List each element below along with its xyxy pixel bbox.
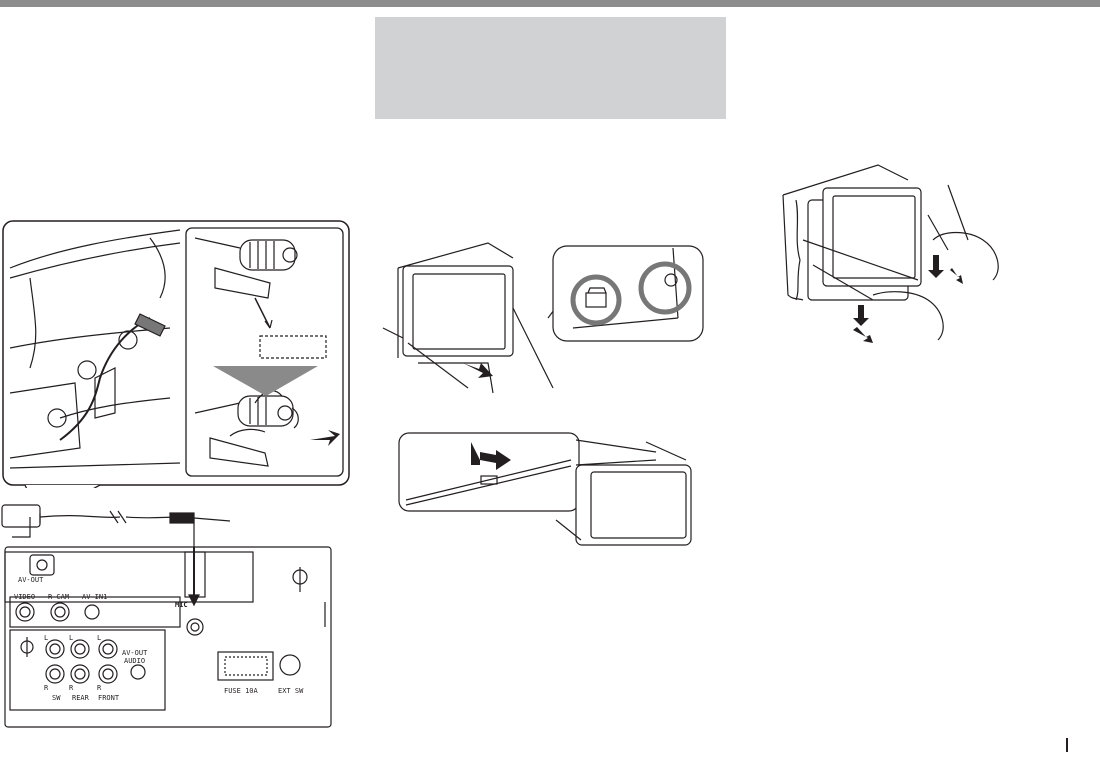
note-panel	[375, 17, 726, 119]
sw-label: SW	[52, 694, 61, 702]
l3-label: L	[97, 634, 101, 642]
av-out-audio-label-1: AV-OUT	[122, 649, 148, 657]
mic-label: MIC	[175, 601, 188, 609]
r3-label: R	[97, 684, 102, 692]
l1-label: L	[44, 634, 48, 642]
r-cam-label: R-CAM	[48, 593, 69, 601]
r1-label: R	[44, 684, 49, 692]
unit-removal-figure	[782, 164, 999, 343]
av-out-label: AV-OUT	[18, 576, 44, 584]
l2-label: L	[69, 634, 73, 642]
av-out-audio-label-2: AUDIO	[124, 657, 145, 665]
fuse-label: FUSE 10A	[224, 687, 259, 695]
front-label: FRONT	[98, 694, 120, 702]
video-label: VIDEO	[14, 593, 35, 601]
microphone-installation-figure	[2, 220, 350, 488]
face-plate-removal-figure	[382, 242, 704, 394]
av-in-label: AV-IN1	[82, 593, 107, 601]
face-plate-attach-figure	[398, 432, 692, 546]
r2-label: R	[69, 684, 74, 692]
rear-panel-figure: AV-OUT VIDEO R-CAM AV-IN1 MIC L L L R R …	[1, 504, 332, 728]
rear-label: REAR	[72, 694, 90, 702]
ext-sw-label: EXT SW	[278, 687, 304, 695]
page-number-rule	[1066, 738, 1068, 752]
top-accent-bar	[0, 0, 1100, 7]
